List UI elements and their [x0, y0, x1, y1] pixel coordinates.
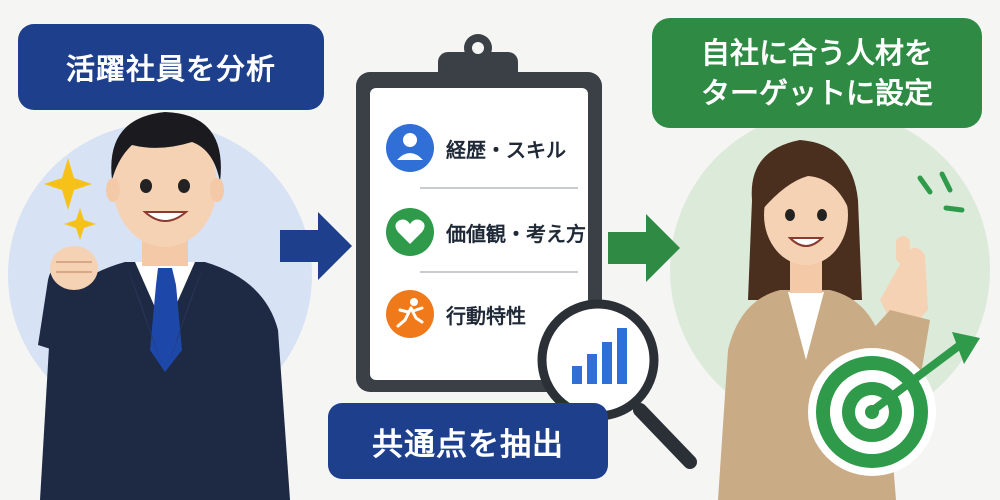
checklist-item-values: 価値観・考え方	[446, 222, 586, 246]
arrow-right-green-icon	[608, 214, 680, 282]
arrow-right-navy-icon	[280, 212, 352, 280]
right-label-line2: ターゲットに設定	[700, 76, 933, 110]
bottom-label-text: 共通点を抽出	[372, 426, 564, 463]
right-label: 自社に合う人材を ターゲットに設定	[652, 18, 982, 128]
checklist-item-behavior: 行動特性	[446, 304, 526, 328]
businessman-figure	[38, 112, 290, 500]
heart-icon	[386, 208, 434, 256]
left-label-text: 活躍社員を分析	[65, 52, 276, 86]
checklist-item-career: 経歴・スキル	[446, 138, 566, 162]
target-icon	[808, 332, 980, 476]
right-label-line1: 自社に合う人材を	[700, 36, 933, 70]
running-person-icon	[386, 290, 434, 338]
magnifier-chart-icon	[537, 299, 697, 469]
person-icon	[386, 124, 434, 172]
excitement-marks-icon	[917, 171, 965, 213]
sparkle-icon	[44, 158, 96, 240]
bottom-label: 共通点を抽出	[328, 403, 608, 479]
left-label: 活躍社員を分析	[18, 24, 324, 110]
